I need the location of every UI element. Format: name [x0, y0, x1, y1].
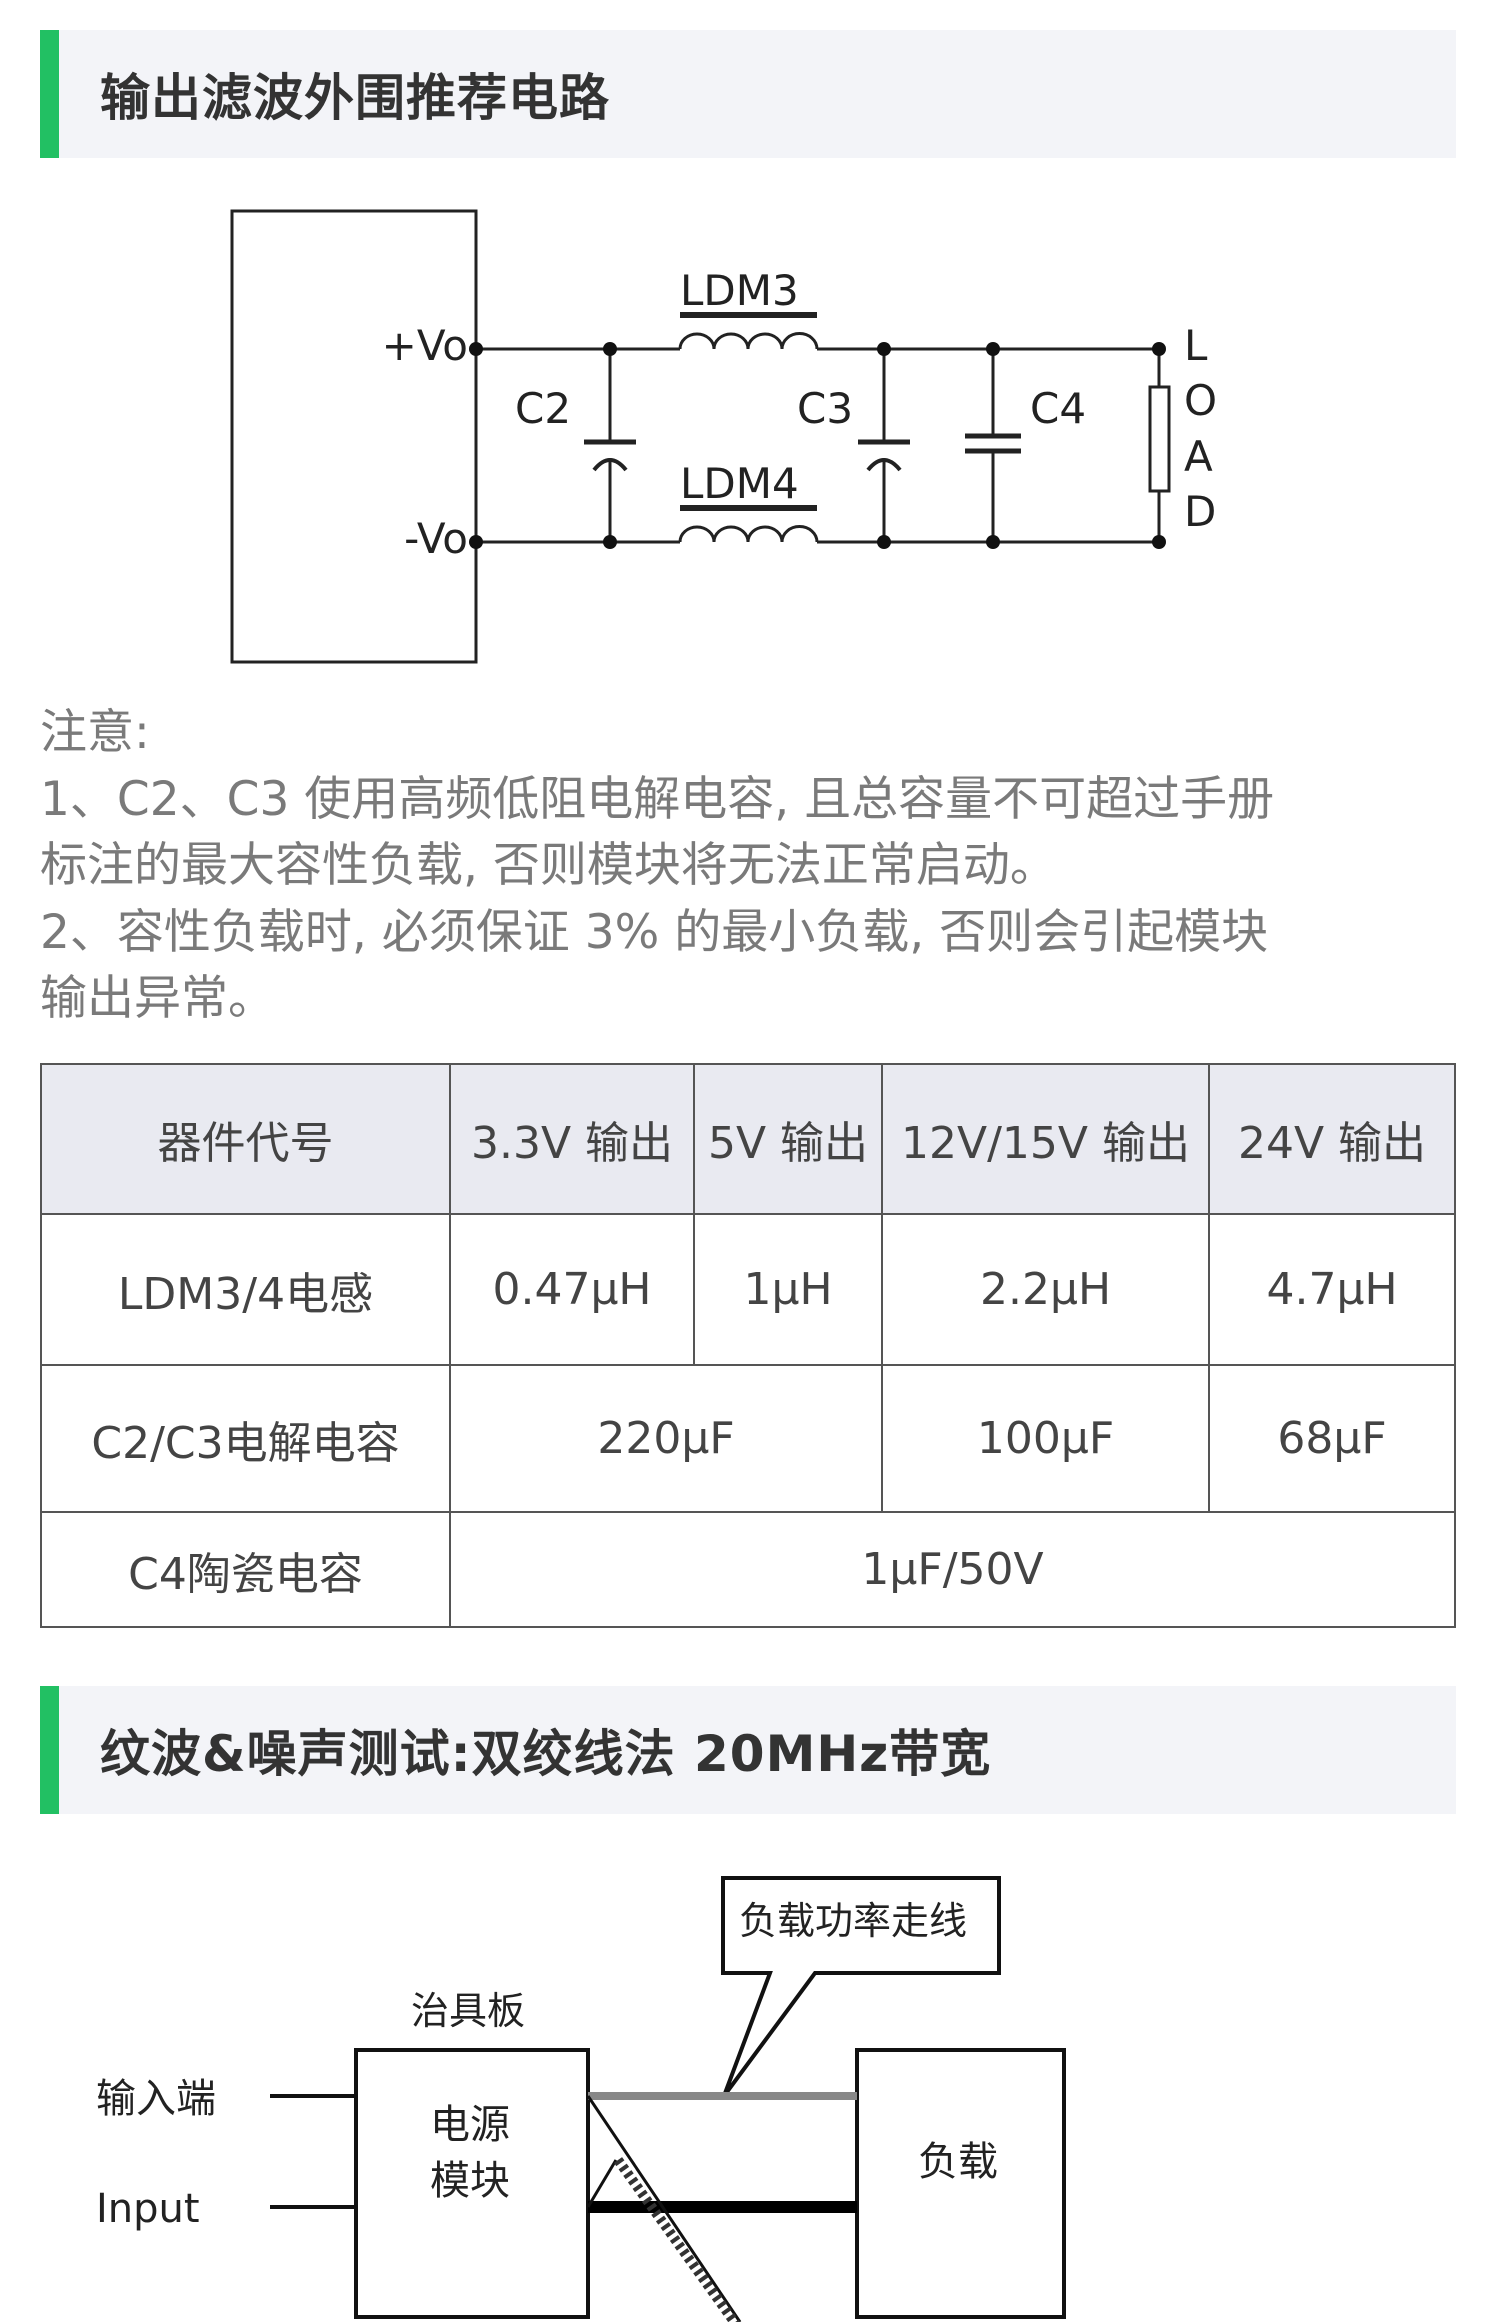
ldm4-label: LDM4	[680, 459, 799, 508]
ldm3-label: LDM3	[680, 266, 799, 315]
output-filter-circuit-diagram: +Vo -Vo LDM3 LDM4 C2 C3 C4 L O A D	[230, 209, 1217, 664]
section-title: 纹波&噪声测试:双绞线法 20MHz带宽	[100, 1725, 992, 1783]
note-line: 2、容性负载时, 必须保证 3% 的最小负载, 否则会引起模块	[40, 904, 1269, 960]
table-cell: 0.47μH	[449, 1213, 695, 1366]
module-label: 模块	[430, 2158, 510, 2204]
table-cell: 68μF	[1208, 1364, 1456, 1513]
component-table: 器件代号 3.3V 输出 5V 输出 12V/15V 输出 24V 输出 LDM…	[40, 1063, 1456, 1628]
table-cell: C2/C3电解电容	[40, 1364, 451, 1513]
table-cell: C4陶瓷电容	[40, 1511, 451, 1628]
input-cn-label: 输入端	[96, 2076, 216, 2122]
table-header: 12V/15V 输出	[881, 1063, 1210, 1215]
minus-vo-label: -Vo	[404, 514, 468, 563]
table-header: 24V 输出	[1208, 1063, 1456, 1215]
power-module-box	[354, 2048, 590, 2319]
accent-bar	[40, 30, 59, 158]
note-line: 1、C2、C3 使用高频低阻电解电容, 且总容量不可超过手册	[40, 771, 1275, 827]
module-label: 电源	[430, 2102, 510, 2148]
c4-label: C4	[1030, 384, 1086, 433]
accent-bar	[40, 1686, 59, 1814]
callout-box	[721, 1876, 1001, 2098]
table-row: C2/C3电解电容 220μF 100μF 68μF	[40, 1364, 1456, 1513]
table-row: C4陶瓷电容 1μF/50V	[40, 1511, 1456, 1628]
table-cell: 220μF	[449, 1364, 883, 1513]
load-letter: D	[1184, 487, 1216, 536]
table-cell: LDM3/4电感	[40, 1213, 451, 1366]
load-letter: L	[1184, 321, 1208, 370]
load-letter: O	[1184, 376, 1217, 425]
ripple-test-diagram: 负载功率走线 治具板 输入端 Input 电源 模块 负载	[96, 1876, 1066, 2322]
section-header-output-filter: 输出滤波外围推荐电路	[40, 30, 1456, 158]
table-header: 器件代号	[40, 1063, 451, 1215]
table-cell: 100μF	[881, 1364, 1210, 1513]
table-header: 5V 输出	[693, 1063, 883, 1215]
table-header: 3.3V 输出	[449, 1063, 695, 1215]
table-cell: 2.2μH	[881, 1213, 1210, 1366]
section-title: 输出滤波外围推荐电路	[100, 69, 610, 127]
fixture-label: 治具板	[411, 1989, 525, 2033]
plus-vo-label: +Vo	[382, 321, 468, 370]
notes: 注意: 1、C2、C3 使用高频低阻电解电容, 且总容量不可超过手册 标注的最大…	[40, 700, 1470, 1033]
load-letter: A	[1184, 432, 1213, 481]
inductor-ldm4	[678, 525, 819, 543]
c2-label: C2	[515, 384, 571, 433]
module-box	[230, 209, 478, 664]
callout-text: 负载功率走线	[739, 1899, 967, 1943]
note-line: 输出异常。	[40, 971, 275, 1026]
table-cell: 1μF/50V	[449, 1511, 1456, 1628]
note-line: 标注的最大容性负载, 否则模块将无法正常启动。	[40, 838, 1057, 893]
table-row: LDM3/4电感 0.47μH 1μH 2.2μH 4.7μH	[40, 1213, 1456, 1366]
twisted-pair-wire	[613, 2157, 741, 2322]
section-header-ripple-test: 纹波&噪声测试:双绞线法 20MHz带宽	[40, 1686, 1456, 1814]
table-cell: 1μH	[693, 1213, 883, 1366]
load-resistor	[1148, 385, 1171, 493]
table-cell: 4.7μH	[1208, 1213, 1456, 1366]
notes-heading: 注意:	[40, 705, 150, 760]
load-label: 负载	[918, 2139, 998, 2185]
c3-label: C3	[797, 384, 853, 433]
load-box	[855, 2048, 1066, 2319]
table-header-row: 器件代号 3.3V 输出 5V 输出 12V/15V 输出 24V 输出	[40, 1063, 1456, 1215]
inductor-ldm3	[678, 332, 819, 350]
input-en-label: Input	[96, 2186, 200, 2232]
